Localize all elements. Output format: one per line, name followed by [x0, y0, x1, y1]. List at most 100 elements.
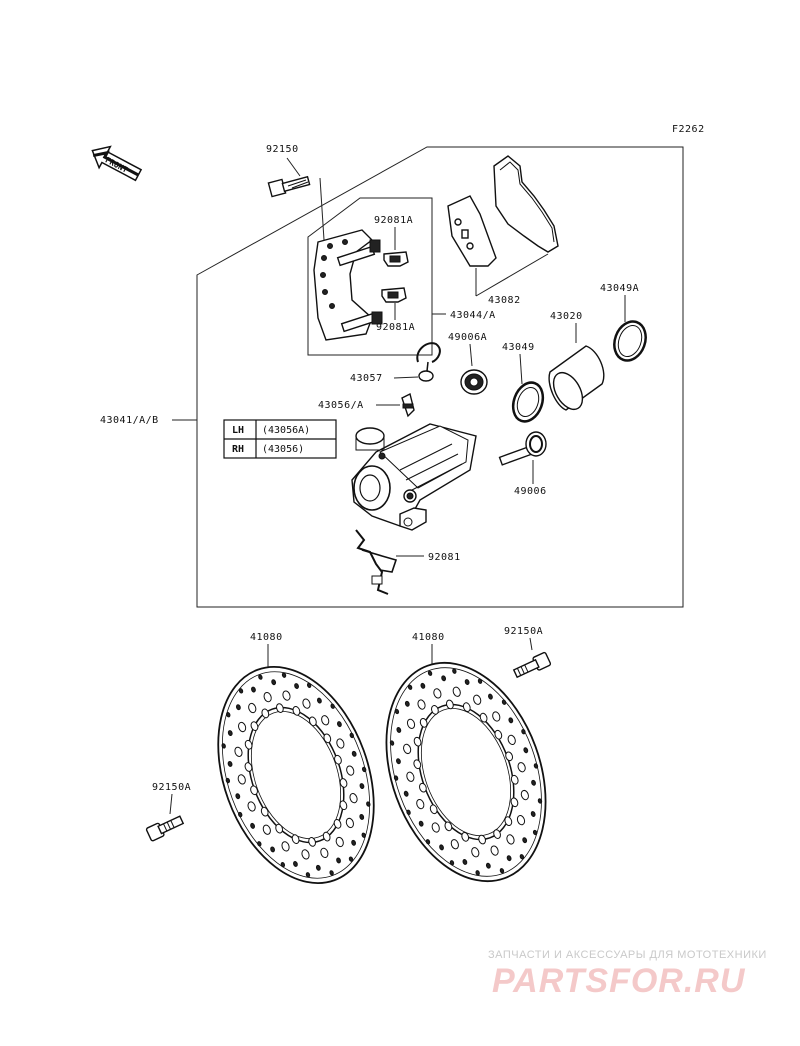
- disc-hole: [281, 841, 290, 852]
- leader-bolt-holder: [319, 177, 325, 241]
- leader-49006A: [469, 343, 473, 367]
- disc-hole: [413, 736, 422, 747]
- side-table: LH (43056A) RH (43056): [223, 419, 337, 459]
- disc-hole: [462, 702, 471, 712]
- disc-hole: [293, 861, 298, 867]
- disc-hole: [479, 712, 488, 723]
- disc-hole: [334, 754, 342, 765]
- disc-hole: [366, 801, 371, 807]
- disc-hole: [444, 821, 453, 832]
- label-92081: 92081: [428, 552, 461, 563]
- clip-icon: [381, 287, 407, 303]
- disc-hole: [339, 800, 348, 811]
- disc-hole: [407, 684, 413, 690]
- disc-hole: [225, 777, 231, 784]
- disc-hole: [238, 688, 244, 694]
- disc-hole: [227, 730, 233, 736]
- disc-hole: [322, 831, 331, 842]
- disc-hole: [429, 804, 438, 815]
- disc-hole: [521, 728, 526, 735]
- disc-hole: [244, 762, 253, 772]
- disc-hole: [329, 870, 334, 876]
- seal-ring-part: [613, 320, 647, 362]
- disc-hole: [301, 849, 310, 860]
- disc-hole: [464, 679, 470, 685]
- pad-spring-part: [355, 529, 398, 595]
- disc-hole: [419, 782, 427, 793]
- disc-hole: [471, 847, 480, 858]
- disc-hole: [335, 836, 344, 848]
- disc-hole: [248, 702, 257, 714]
- disc-hole: [504, 816, 513, 827]
- disc-hole: [308, 716, 317, 727]
- disc-hole: [413, 759, 422, 770]
- disc-hole: [507, 734, 516, 746]
- label-92150-top: 92150: [266, 144, 299, 155]
- disc-hole: [485, 862, 491, 869]
- leader-92150A-right: [529, 637, 533, 651]
- bolt-icon: [145, 815, 185, 842]
- disc-hole: [406, 718, 416, 729]
- disc-hole: [425, 839, 431, 845]
- disc-hole: [478, 834, 486, 845]
- disc-hole: [308, 837, 316, 847]
- disc-hole: [506, 834, 515, 845]
- brake-pad-part: [493, 155, 559, 253]
- disc-hole: [403, 743, 412, 755]
- label-92081A-lower: 92081A: [376, 322, 415, 333]
- disc-hole: [389, 740, 395, 746]
- caliper-assembly-frame: [196, 146, 684, 608]
- disc-hole: [315, 864, 321, 871]
- disc-hole: [234, 746, 243, 757]
- disc-hole: [506, 855, 512, 862]
- disc-hole: [257, 841, 262, 847]
- disc-hole: [323, 733, 332, 744]
- watermark-tagline: ЗАПЧАСТИ И АКСЕССУАРЫ ДЛЯ МОТОТЕХНИКИ: [488, 949, 767, 961]
- disc-hole: [238, 811, 243, 818]
- disc-hole: [475, 870, 480, 876]
- disc-hole: [321, 715, 330, 726]
- disc-hole: [250, 721, 259, 731]
- label-43049A: 43049A: [600, 283, 639, 294]
- disc-hole: [510, 774, 519, 785]
- disc-hole: [282, 690, 291, 701]
- disc-hole: [394, 708, 400, 715]
- disc-hole: [337, 721, 342, 728]
- disc-hole: [237, 774, 246, 785]
- disc-hole: [490, 845, 499, 856]
- leader-pads-b: [475, 253, 549, 297]
- disc-hole: [226, 712, 231, 718]
- disc-hole: [275, 823, 284, 834]
- label-43082: 43082: [488, 295, 521, 306]
- table-cell-part: (43056): [262, 444, 304, 455]
- disc-hole: [276, 703, 284, 713]
- disc-hole: [418, 820, 424, 827]
- holder-frame: [307, 197, 433, 356]
- disc-hole: [244, 739, 253, 750]
- disc-hole: [302, 698, 311, 709]
- disc-hole: [351, 839, 357, 846]
- disc-hole: [488, 693, 493, 700]
- disc-hole: [305, 872, 311, 878]
- disc-hole: [493, 829, 501, 839]
- disc-hole: [473, 694, 482, 705]
- label-43041: 43041/A/B: [100, 415, 159, 426]
- leader-43049: [519, 353, 523, 385]
- disc-hole: [417, 699, 426, 710]
- disc-hole: [477, 678, 483, 684]
- disc-hole: [520, 789, 529, 801]
- disc-hole: [461, 832, 470, 842]
- disc-hole: [345, 817, 354, 829]
- disc-hole: [306, 682, 312, 688]
- disc-hole: [348, 856, 354, 862]
- table-cell-side: LH: [232, 425, 244, 436]
- front-arrow-icon: FRONT: [91, 145, 143, 182]
- watermark-logo: PARTSFOR.RU: [492, 962, 746, 1000]
- disc-hole: [336, 738, 345, 749]
- bolt-icon: [512, 651, 552, 679]
- disc-hole: [537, 798, 543, 804]
- disc-hole: [361, 766, 367, 773]
- disc-hole: [452, 668, 457, 674]
- disc-hole: [227, 760, 233, 767]
